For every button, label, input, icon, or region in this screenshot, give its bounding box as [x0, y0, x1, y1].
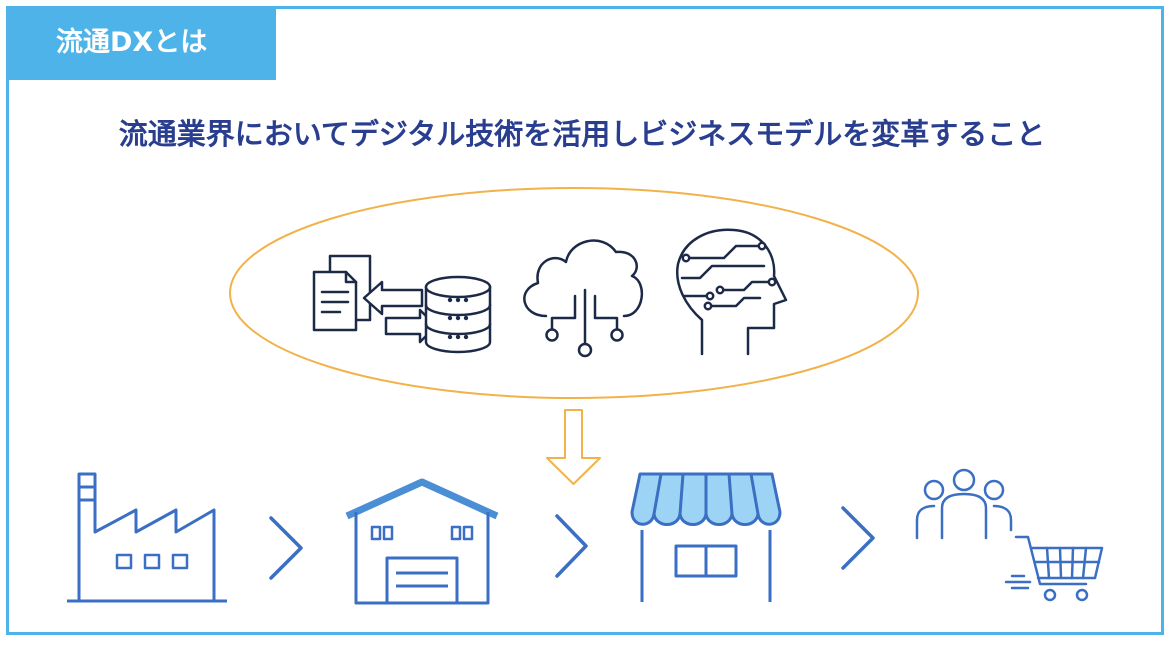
chevron-right-icon [841, 506, 875, 570]
customers-cart-icon [915, 468, 1104, 602]
document-database-transfer-icon [312, 254, 492, 354]
warehouse-icon [345, 478, 499, 605]
chevron-right-icon [269, 516, 303, 580]
store-icon [630, 472, 782, 602]
ai-head-icon [675, 228, 788, 356]
chevron-right-icon [555, 514, 588, 578]
section-tag: 流通DXとは [6, 6, 276, 80]
cloud-circuit-icon [523, 239, 644, 358]
database-indicator-dots [447, 297, 469, 340]
down-arrow-icon [546, 409, 601, 485]
page-headline: 流通業界においてデジタル技術を活用しビジネスモデルを変革すること [118, 117, 1046, 151]
factory-icon [67, 472, 227, 603]
digital-technology-ellipse [229, 187, 919, 399]
